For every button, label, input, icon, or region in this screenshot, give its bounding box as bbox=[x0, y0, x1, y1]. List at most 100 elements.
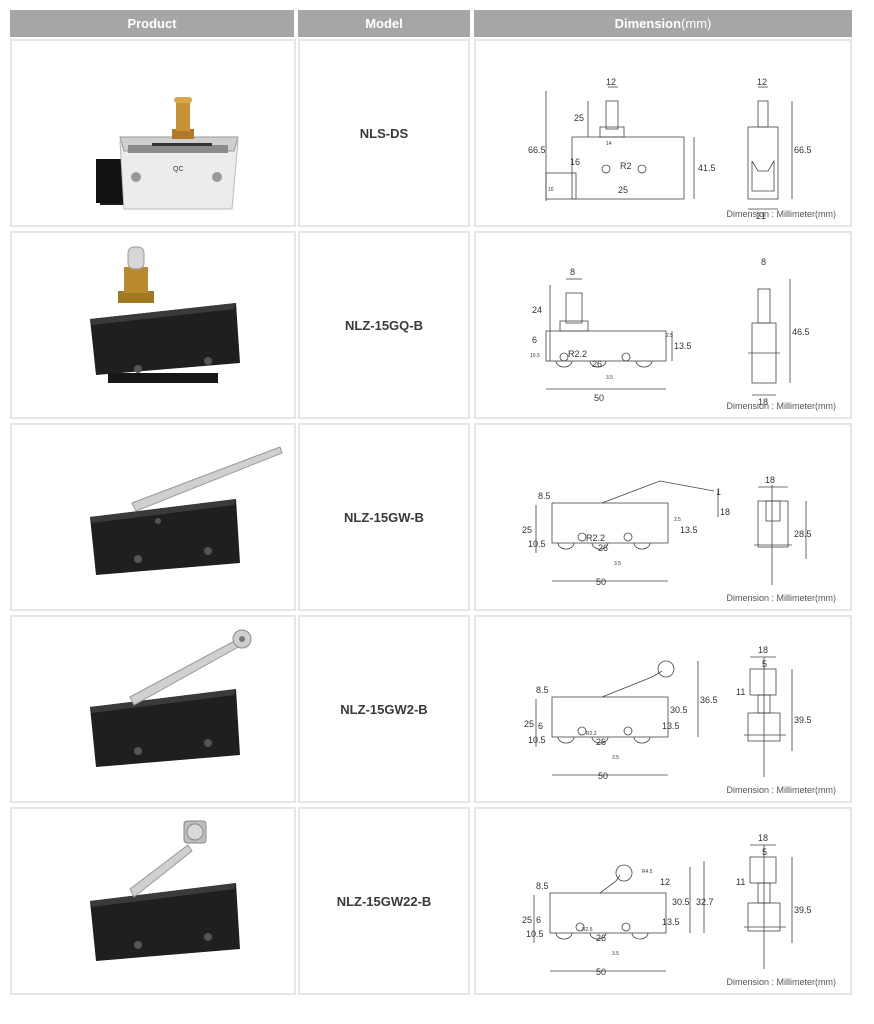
header-dimension-label: Dimension bbox=[614, 16, 682, 31]
dimension-drawing-nlz-15gw2-b: 8.5 36.5 30.5 25 6 10.5 R2.2 26 3.5 13.5… bbox=[524, 645, 812, 781]
dim-label: 8.5 bbox=[538, 491, 551, 501]
dim-label: 12 bbox=[660, 877, 670, 887]
dim-label: 10.5 bbox=[528, 539, 546, 549]
dim-label: 26 bbox=[596, 737, 606, 747]
dim-label: 25 bbox=[618, 185, 628, 195]
model-cell-nls-ds: NLS-DS bbox=[298, 39, 470, 227]
dim-label: 5 bbox=[762, 659, 767, 669]
dim-label: 2.5 bbox=[666, 333, 673, 339]
dim-label: 13.5 bbox=[662, 721, 680, 731]
dim-label: 30.5 bbox=[672, 897, 690, 907]
dim-label: 10.5 bbox=[528, 735, 546, 745]
dimension-caption: Dimension : Millimeter(mm) bbox=[726, 209, 836, 219]
model-name: NLS-DS bbox=[359, 125, 409, 141]
dim-label: R2.5 bbox=[582, 927, 593, 933]
dim-label: 18 bbox=[758, 645, 768, 655]
dim-label: 21 bbox=[756, 211, 766, 221]
dim-label: 6 bbox=[536, 915, 541, 925]
dimension-cell-nlz-15gw-b: 8.5 1 18 25 10.5 R2.2 26 3.5 2.5 13.5 50… bbox=[474, 423, 852, 611]
dim-label: 32.7 bbox=[696, 897, 714, 907]
dim-label: 66.5 bbox=[528, 145, 546, 155]
dim-label: 18 bbox=[758, 833, 768, 843]
model-name: NLZ-15GW2-B bbox=[340, 701, 428, 717]
dim-label: 50 bbox=[596, 577, 606, 587]
header-product: Product bbox=[10, 10, 294, 37]
dim-label: 8 bbox=[761, 257, 766, 267]
dim-label: 12 bbox=[606, 77, 616, 87]
dim-label: 39.5 bbox=[794, 715, 812, 725]
dim-label: 2.5 bbox=[674, 517, 681, 523]
model-cell-nlz-15gq-b: NLZ-15GQ-B bbox=[298, 231, 470, 419]
header-dimension: Dimension(mm) bbox=[474, 10, 852, 37]
dim-label: 10.5 bbox=[530, 353, 540, 359]
dim-label: R2.2 bbox=[586, 731, 597, 737]
dim-label: 36.5 bbox=[700, 695, 718, 705]
dimension-drawing-nls-ds: 12 25 14 66.5 16 R2 41.5 25 10 12 66.5 2… bbox=[528, 77, 812, 221]
dim-label: 18 bbox=[765, 475, 775, 485]
dim-label: R2.2 bbox=[586, 533, 605, 543]
dimension-caption: Dimension : Millimeter(mm) bbox=[726, 593, 836, 603]
dim-label: 66.5 bbox=[794, 145, 812, 155]
dimension-caption: Dimension : Millimeter(mm) bbox=[726, 785, 836, 795]
dim-label: 46.5 bbox=[792, 327, 810, 337]
dimension-drawing-nlz-15gw-b: 8.5 1 18 25 10.5 R2.2 26 3.5 2.5 13.5 50… bbox=[522, 475, 812, 587]
dimension-cell-nlz-15gw22-b: 8.5 R4.5 12 30.5 32.7 25 6 10.5 R2.5 26 … bbox=[474, 807, 852, 995]
dim-label: 25 bbox=[524, 719, 534, 729]
product-image-nlz-15gw2-b bbox=[10, 615, 296, 803]
dim-label: 8.5 bbox=[536, 881, 549, 891]
switch-drawing-nlz-15gw22-b bbox=[90, 820, 240, 961]
product-image-nlz-15gw22-b bbox=[10, 807, 296, 995]
dim-label: 1 bbox=[716, 487, 721, 497]
product-image-nlz-15gq-b bbox=[10, 231, 296, 419]
dim-label: 3.5 bbox=[612, 755, 619, 761]
dimension-caption: Dimension : Millimeter(mm) bbox=[726, 977, 836, 987]
dimension-cell-nls-ds: 12 25 14 66.5 16 R2 41.5 25 10 12 66.5 2… bbox=[474, 39, 852, 227]
dim-label: 50 bbox=[594, 393, 604, 403]
dim-label: 3.5 bbox=[606, 375, 613, 381]
header-model-label: Model bbox=[365, 16, 403, 31]
switch-drawing-nlz-15gq-b bbox=[90, 246, 240, 383]
product-image-nls-ds: QC bbox=[10, 39, 296, 227]
dim-label: 18 bbox=[720, 507, 730, 517]
dimension-cell-nlz-15gq-b: 8 24 6 10.5 R2.2 26 3.5 2.5 13.5 50 8 46… bbox=[474, 231, 852, 419]
dim-label: 13.5 bbox=[680, 525, 698, 535]
dim-label: 3.5 bbox=[614, 561, 621, 567]
dim-label: 6 bbox=[532, 335, 537, 345]
dimension-drawing-nlz-15gq-b: 8 24 6 10.5 R2.2 26 3.5 2.5 13.5 50 8 46… bbox=[530, 257, 810, 407]
dim-label: 25 bbox=[522, 915, 532, 925]
dim-label: 41.5 bbox=[698, 163, 716, 173]
dim-label: 12 bbox=[757, 77, 767, 87]
dim-label: 13.5 bbox=[674, 341, 692, 351]
dim-label: 10 bbox=[548, 187, 554, 193]
dim-label: 24 bbox=[532, 305, 542, 315]
dim-label: 13.5 bbox=[662, 917, 680, 927]
dimension-caption: Dimension : Millimeter(mm) bbox=[726, 401, 836, 411]
dim-label: 28.5 bbox=[794, 529, 812, 539]
dim-label: R2.2 bbox=[568, 349, 587, 359]
model-cell-nlz-15gw2-b: NLZ-15GW2-B bbox=[298, 615, 470, 803]
dim-label: 50 bbox=[598, 771, 608, 781]
dim-label: R4.5 bbox=[642, 869, 653, 875]
dim-label: 8 bbox=[570, 267, 575, 277]
dim-label: R2 bbox=[620, 161, 632, 171]
dim-label: 26 bbox=[598, 543, 608, 553]
model-cell-nlz-15gw-b: NLZ-15GW-B bbox=[298, 423, 470, 611]
dim-label: 50 bbox=[596, 967, 606, 977]
dim-label: 26 bbox=[596, 933, 606, 943]
product-image-nlz-15gw-b bbox=[10, 423, 296, 611]
dim-label: 25 bbox=[574, 113, 584, 123]
header-model: Model bbox=[298, 10, 470, 37]
dim-label: 39.5 bbox=[794, 905, 812, 915]
dim-label: 6 bbox=[538, 721, 543, 731]
dimension-drawing-nlz-15gw22-b: 8.5 R4.5 12 30.5 32.7 25 6 10.5 R2.5 26 … bbox=[522, 833, 812, 977]
dim-label: 14 bbox=[606, 141, 612, 147]
dimension-cell-nlz-15gw2-b: 8.5 36.5 30.5 25 6 10.5 R2.2 26 3.5 13.5… bbox=[474, 615, 852, 803]
model-name: NLZ-15GW-B bbox=[344, 509, 424, 525]
switch-drawing-nlz-15gw2-b bbox=[90, 629, 252, 767]
product-label-qc: QC bbox=[173, 166, 184, 173]
dim-label: 26 bbox=[592, 359, 602, 369]
switch-drawing-nls-ds: QC bbox=[96, 97, 239, 210]
switch-drawing-nlz-15gw-b bbox=[90, 446, 283, 575]
dim-label: 18 bbox=[758, 397, 768, 407]
dim-label: 30.5 bbox=[670, 705, 688, 715]
